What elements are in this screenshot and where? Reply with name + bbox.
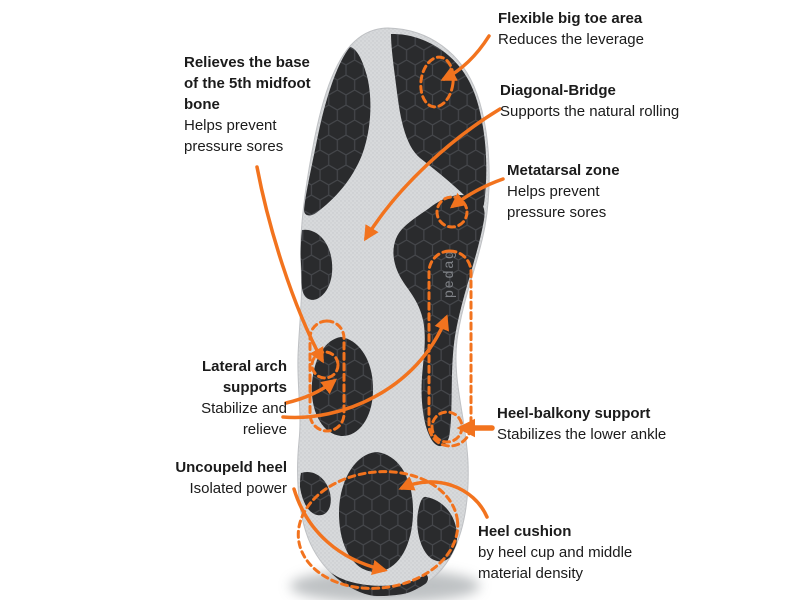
annotation-heel-cushion: Heel cushion by heel cup and middle mate… [478,521,656,584]
annotation-uncoupeld-heel: Uncoupeld heel Isolated power [157,457,287,499]
annotation-description: Supports the natural rolling [500,103,680,120]
annotation-metatarsal-zone: Metatarsal zone Helps prevent pressure s… [507,160,637,223]
annotation-description: Stabilizes the lower ankle [497,426,667,443]
annotation-title: Diagonal-Bridge [500,82,616,99]
arrow-heel-cushion [398,476,489,519]
arrow-uncoupeld-heel [292,487,388,575]
dark-patch-right-toe [391,33,487,209]
annotation-diagonal-bridge: Diagonal-Bridge Supports the natural rol… [500,80,730,122]
highlight-heel-cup [296,470,460,590]
arrow-metatarsal [449,177,505,209]
dark-patch-heel-center [339,452,414,572]
highlight-lateral-arch-spot [310,350,340,380]
annotation-title: Heel cushion [478,523,572,540]
annotation-description: Helps prevent pressure sores [184,117,284,155]
annotation-description: Isolated power [189,480,287,497]
annotation-title: Metatarsal zone [507,162,620,179]
annotation-heel-balkony: Heel-balkony support Stabilizes the lowe… [497,403,727,445]
highlight-big-toe [419,55,455,109]
dark-patch-heel-right [417,496,458,562]
arrow-lateral-arch-short [284,378,338,405]
annotation-title: Relieves the base of the 5th midfoot bon… [184,54,311,113]
annotation-title: Lateral arch supports [201,358,287,396]
annotation-description: Stabilize and relieve [201,400,287,438]
annotation-title: Flexible big toe area [498,10,643,27]
arrow-flexible-big-toe [440,34,491,81]
annotation-title: Uncoupeld heel [175,459,287,476]
annotation-flexible-big-toe: Flexible big toe area Reduces the levera… [498,8,708,50]
annotation-description: Helps prevent pressure sores [507,183,607,221]
annotation-title: Heel-balkony support [497,405,651,422]
arrow-lateral-arch-sweep [281,314,449,420]
highlight-lateral-arch [308,319,346,433]
insole-logo-text: pedag [440,249,456,298]
dark-patch-left-toe [304,47,371,216]
dark-patch-left-mid [300,229,333,300]
dark-patch-lateral-arch [311,337,374,437]
annotation-description: by heel cup and middle material density [478,544,633,582]
annotation-relieves-5th-midfoot: Relieves the base of the 5th midfoot bon… [184,52,318,157]
annotation-lateral-arch: Lateral arch supports Stabilize and reli… [167,356,287,440]
arrow-diagonal-bridge [363,107,502,242]
arrow-relieves-5th-midfoot [255,165,324,364]
annotation-description: Reduces the leverage [498,31,644,48]
